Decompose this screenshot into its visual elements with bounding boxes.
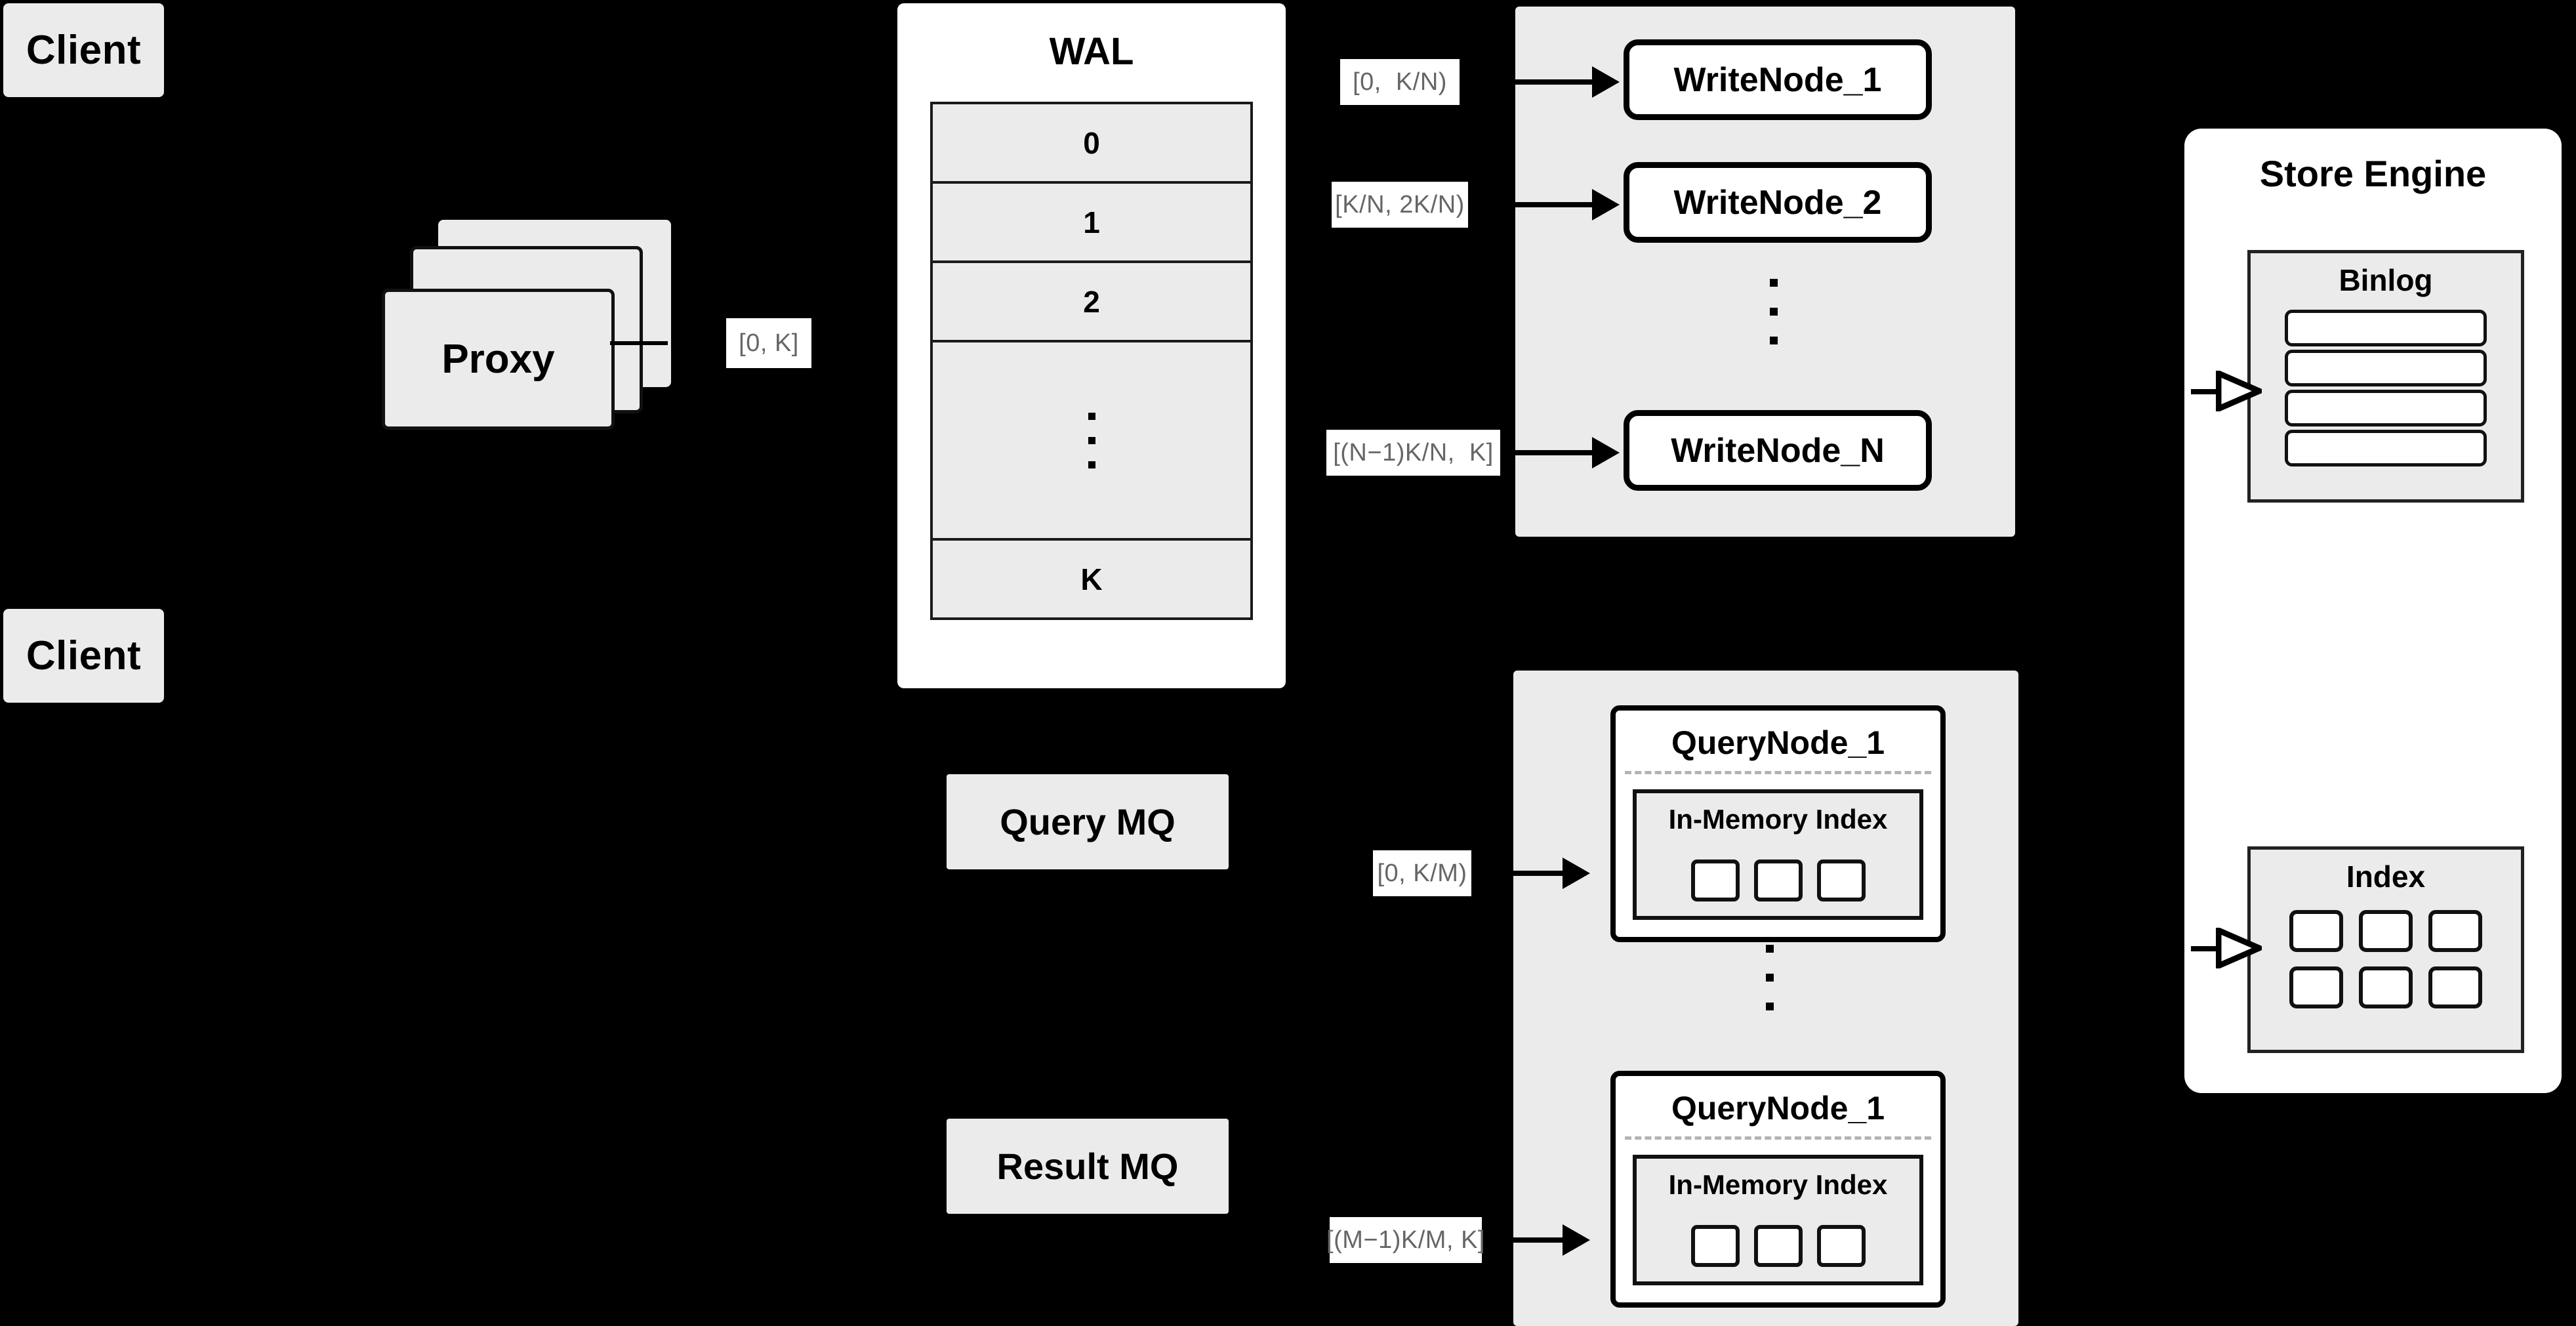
- index-cell: [2428, 910, 2482, 952]
- in-memory-index-title: In-Memory Index: [1668, 804, 1888, 835]
- store-engine-title: Store Engine: [2259, 153, 2487, 194]
- ellipsis-dot: [1770, 279, 1778, 287]
- writenode-1-range-label: [0, K/N): [1340, 59, 1460, 105]
- querynode-m-range-label: [(M−1)K/M, K]: [1326, 1217, 1484, 1263]
- writenode-n-arrow-head: [1592, 437, 1620, 468]
- querynode-m-separator: [1625, 1136, 1931, 1140]
- writenode-2-range-label: [K/N, 2K/N): [1332, 182, 1468, 228]
- querynode-m-title: QueryNode_1: [1671, 1090, 1885, 1127]
- querynode-m-box[interactable]: QueryNode_1 In-Memory Index: [1610, 1071, 1946, 1308]
- querynode-m-arrow-head: [1563, 1224, 1590, 1256]
- binlog-entry: [2285, 310, 2487, 346]
- index-grid: [2251, 910, 2521, 1008]
- wal-row-ellipsis: [933, 342, 1250, 541]
- in-memory-index-cells: [1637, 1225, 1919, 1267]
- index-inbound-arrow-head: [2216, 928, 2262, 968]
- binlog-entry: [2285, 390, 2487, 426]
- querynode-1-in-memory-index: In-Memory Index: [1633, 789, 1923, 920]
- querynode-1-title: QueryNode_1: [1671, 724, 1885, 761]
- querynode-m-in-memory-index: In-Memory Index: [1633, 1155, 1923, 1285]
- writenode-n-range-label: [(N−1)K/N, K]: [1326, 430, 1500, 476]
- binlog-entry: [2285, 350, 2487, 386]
- wal-row: 2: [933, 263, 1250, 342]
- writenode-1-arrow-line: [1464, 79, 1592, 85]
- query-mq-label: Query MQ: [1000, 801, 1176, 842]
- client-label: Client: [26, 633, 142, 678]
- index-inbound-arrow-line: [2191, 946, 2222, 951]
- client-label: Client: [26, 28, 142, 73]
- querynode-1-separator: [1625, 771, 1931, 774]
- in-memory-index-title: In-Memory Index: [1668, 1169, 1888, 1200]
- index-row: [2289, 966, 2482, 1008]
- index-cell: [2289, 910, 2343, 952]
- wal-row: K: [933, 541, 1250, 620]
- wal-entry-table: 0 1 2 K: [930, 102, 1253, 620]
- client-box-1[interactable]: Client: [3, 3, 164, 97]
- ellipsis-dot: [1088, 436, 1095, 444]
- ellipsis-dot: [1770, 337, 1778, 344]
- index-title: Index: [2346, 860, 2426, 894]
- querynode-1-arrow-line: [1476, 871, 1563, 876]
- ellipsis-dot: [1088, 412, 1095, 420]
- store-engine-box[interactable]: Store Engine Binlog Index: [2184, 129, 2562, 1093]
- wal-row: 0: [933, 104, 1250, 184]
- proxy-to-wal-connector: [610, 341, 668, 345]
- index-cell: [1816, 1225, 1866, 1267]
- binlog-entries: [2285, 310, 2487, 466]
- in-memory-index-cells: [1637, 860, 1919, 901]
- wal-card: WAL 0 1 2 K: [897, 3, 1286, 688]
- index-cell: [2289, 966, 2343, 1008]
- proxy-box[interactable]: Proxy: [382, 289, 615, 430]
- ellipsis-dot: [1766, 974, 1774, 982]
- result-mq-label: Result MQ: [996, 1146, 1179, 1187]
- binlog-panel: Binlog: [2247, 250, 2524, 503]
- writenode-1-box[interactable]: WriteNode_1: [1624, 39, 1932, 120]
- ellipsis-dot: [1766, 1003, 1774, 1010]
- index-row: [2289, 910, 2482, 952]
- proxy-label: Proxy: [441, 337, 555, 382]
- index-cell: [1690, 860, 1740, 901]
- query-cluster-ellipsis: [1766, 945, 1774, 1010]
- index-panel: Index: [2247, 846, 2524, 1053]
- proxy-output-range-label: [0, K]: [726, 318, 811, 368]
- ellipsis-dot: [1088, 461, 1095, 468]
- binlog-inbound-arrow-line: [2191, 389, 2222, 394]
- index-cell: [1690, 1225, 1740, 1267]
- wal-row: 1: [933, 184, 1250, 263]
- write-cluster-ellipsis: [1770, 279, 1778, 344]
- wal-title: WAL: [1049, 30, 1134, 73]
- binlog-inbound-arrow-head: [2216, 371, 2262, 411]
- writenode-1-arrow-head: [1592, 66, 1620, 98]
- index-cell: [1753, 1225, 1803, 1267]
- querynode-m-arrow-line: [1484, 1237, 1563, 1243]
- index-cell: [1753, 860, 1803, 901]
- querynode-1-box[interactable]: QueryNode_1 In-Memory Index: [1610, 705, 1946, 942]
- querynode-1-range-label: [0, K/M): [1373, 850, 1471, 896]
- binlog-entry: [2285, 430, 2487, 466]
- writenode-n-box[interactable]: WriteNode_N: [1624, 410, 1932, 491]
- binlog-title: Binlog: [2339, 263, 2433, 297]
- index-cell: [1816, 860, 1866, 901]
- writenode-n-arrow-line: [1502, 450, 1592, 455]
- index-cell: [2359, 966, 2413, 1008]
- querynode-1-arrow-head: [1563, 858, 1590, 889]
- index-cell: [2359, 910, 2413, 952]
- writenode-2-arrow-line: [1472, 202, 1592, 207]
- client-box-2[interactable]: Client: [3, 609, 164, 703]
- writenode-2-arrow-head: [1592, 189, 1620, 220]
- query-mq-box[interactable]: Query MQ: [947, 774, 1229, 869]
- result-mq-box[interactable]: Result MQ: [947, 1119, 1229, 1214]
- ellipsis-dot: [1770, 308, 1778, 316]
- writenode-2-box[interactable]: WriteNode_2: [1624, 162, 1932, 243]
- index-cell: [2428, 966, 2482, 1008]
- ellipsis-dot: [1766, 945, 1774, 953]
